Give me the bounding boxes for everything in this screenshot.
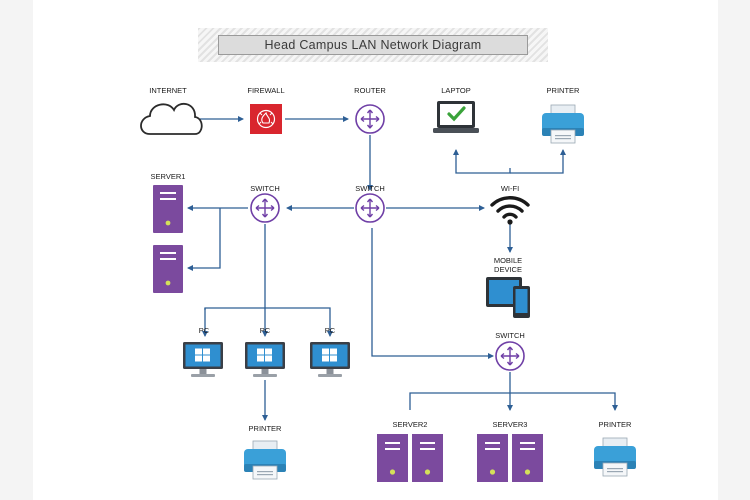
title-banner: Head Campus LAN Network Diagram bbox=[198, 28, 548, 62]
connector-wifi-printer bbox=[510, 149, 566, 174]
wifi-icon bbox=[490, 196, 530, 225]
label-server3: SERVER3 bbox=[492, 420, 528, 429]
printer-icon bbox=[541, 104, 585, 144]
right-margin bbox=[718, 0, 750, 500]
diagram-title: Head Campus LAN Network Diagram bbox=[218, 35, 528, 55]
server-icon bbox=[153, 185, 183, 233]
switch-icon bbox=[250, 193, 280, 223]
label-printer-left: PRINTER bbox=[248, 424, 282, 433]
label-wifi: WI-FI bbox=[500, 184, 520, 193]
laptop-icon bbox=[433, 101, 479, 133]
mobile-device-icon bbox=[486, 277, 530, 318]
switch-icon bbox=[495, 341, 525, 371]
router-icon bbox=[355, 104, 385, 134]
left-margin bbox=[0, 0, 33, 500]
label-laptop: LAPTOP bbox=[441, 86, 471, 95]
label-switch-bottom: SWITCH bbox=[495, 331, 525, 340]
label-printer-right: PRINTER bbox=[598, 420, 632, 429]
label-switch-left: SWITCH bbox=[250, 184, 280, 193]
server-icon bbox=[377, 434, 443, 482]
printer-icon bbox=[243, 440, 287, 480]
label-pc2: PC bbox=[259, 326, 271, 335]
connector-switchbottom-branches bbox=[409, 392, 618, 411]
firewall-icon bbox=[250, 104, 282, 134]
printer-icon bbox=[593, 437, 637, 477]
label-pc1: PC bbox=[198, 326, 210, 335]
server-icon bbox=[153, 245, 183, 293]
connector-wifi-laptop bbox=[453, 149, 511, 174]
server-icon bbox=[477, 434, 543, 482]
label-switch-center: SWITCH bbox=[355, 184, 385, 193]
connector-switchleft-server1b bbox=[187, 208, 221, 271]
connector-lines bbox=[187, 116, 618, 421]
label-mobile-device-line2: DEVICE bbox=[494, 265, 522, 274]
label-mobile-device-line1: MOBILE bbox=[493, 256, 523, 265]
pc-monitor-icon bbox=[183, 342, 223, 377]
cloud-icon bbox=[140, 102, 203, 135]
pc-monitor-icon bbox=[310, 342, 350, 377]
label-printer-top: PRINTER bbox=[546, 86, 580, 95]
label-internet: INTERNET bbox=[149, 86, 187, 95]
connector-switch-switchbottom bbox=[371, 228, 494, 359]
label-server1: SERVER1 bbox=[150, 172, 186, 181]
label-pc3: PC bbox=[324, 326, 336, 335]
switch-icon bbox=[355, 193, 385, 223]
pc-monitor-icon bbox=[245, 342, 285, 377]
label-server2: SERVER2 bbox=[392, 420, 428, 429]
label-firewall: FIREWALL bbox=[247, 86, 285, 95]
label-router: ROUTER bbox=[354, 86, 386, 95]
